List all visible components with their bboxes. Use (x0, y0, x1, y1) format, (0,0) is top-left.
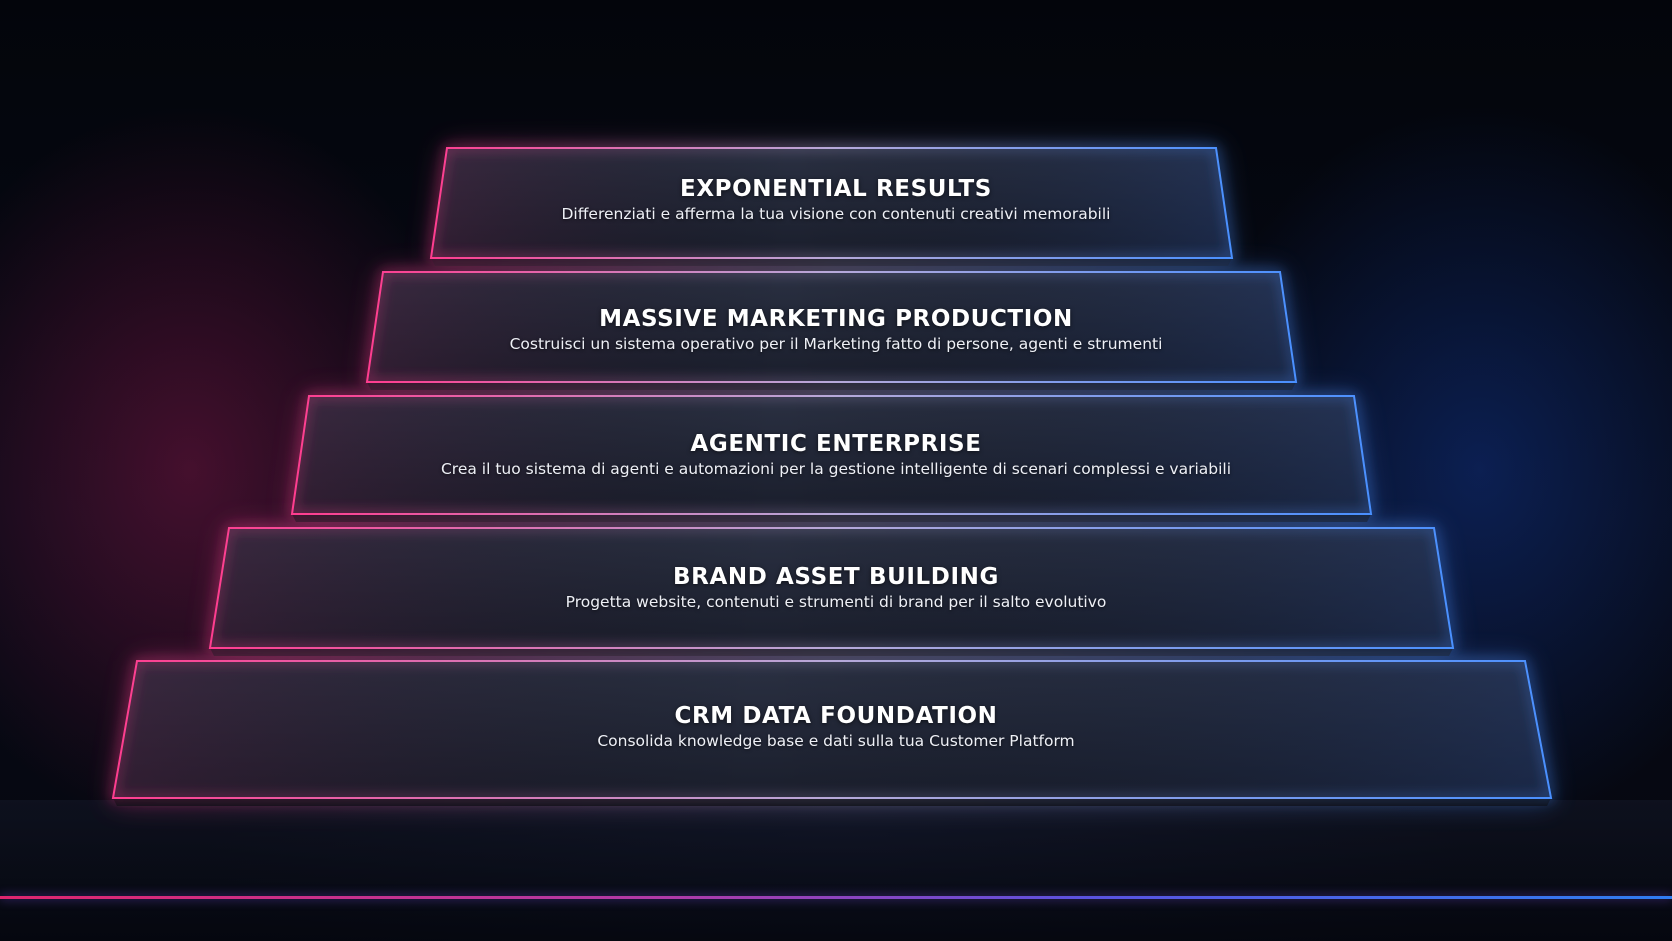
level-3-text: AGENTIC ENTERPRISE Crea il tuo sistema d… (0, 430, 1672, 479)
level-title: CRM DATA FOUNDATION (674, 703, 998, 729)
level-title: EXPONENTIAL RESULTS (680, 176, 992, 202)
pyramid-level-2 (365, 271, 1298, 390)
level-subtitle: Differenziati e afferma la tua visione c… (561, 205, 1111, 223)
gradient-baseline (0, 896, 1672, 899)
pyramid-level-1 (429, 147, 1234, 266)
level-subtitle: Consolida knowledge base e dati sulla tu… (597, 732, 1075, 750)
level-5-text: CRM DATA FOUNDATION Consolida knowledge … (0, 702, 1672, 751)
floor-surface (0, 800, 1672, 941)
pyramid-level-5 (111, 660, 1553, 806)
level-subtitle: Crea il tuo sistema di agenti e automazi… (440, 460, 1232, 478)
level-subtitle: Progetta website, contenuti e strumenti … (565, 593, 1107, 611)
level-4-text: BRAND ASSET BUILDING Progetta website, c… (0, 563, 1672, 612)
level-2-text: MASSIVE MARKETING PRODUCTION Costruisci … (0, 305, 1672, 354)
pyramid-level-3 (290, 395, 1373, 522)
pyramid-level-4 (208, 527, 1455, 656)
level-1-text: EXPONENTIAL RESULTS Differenziati e affe… (0, 175, 1672, 224)
level-title: MASSIVE MARKETING PRODUCTION (599, 306, 1073, 332)
level-title: BRAND ASSET BUILDING (673, 564, 999, 590)
level-title: AGENTIC ENTERPRISE (690, 431, 982, 457)
level-subtitle: Costruisci un sistema operativo per il M… (509, 335, 1163, 353)
